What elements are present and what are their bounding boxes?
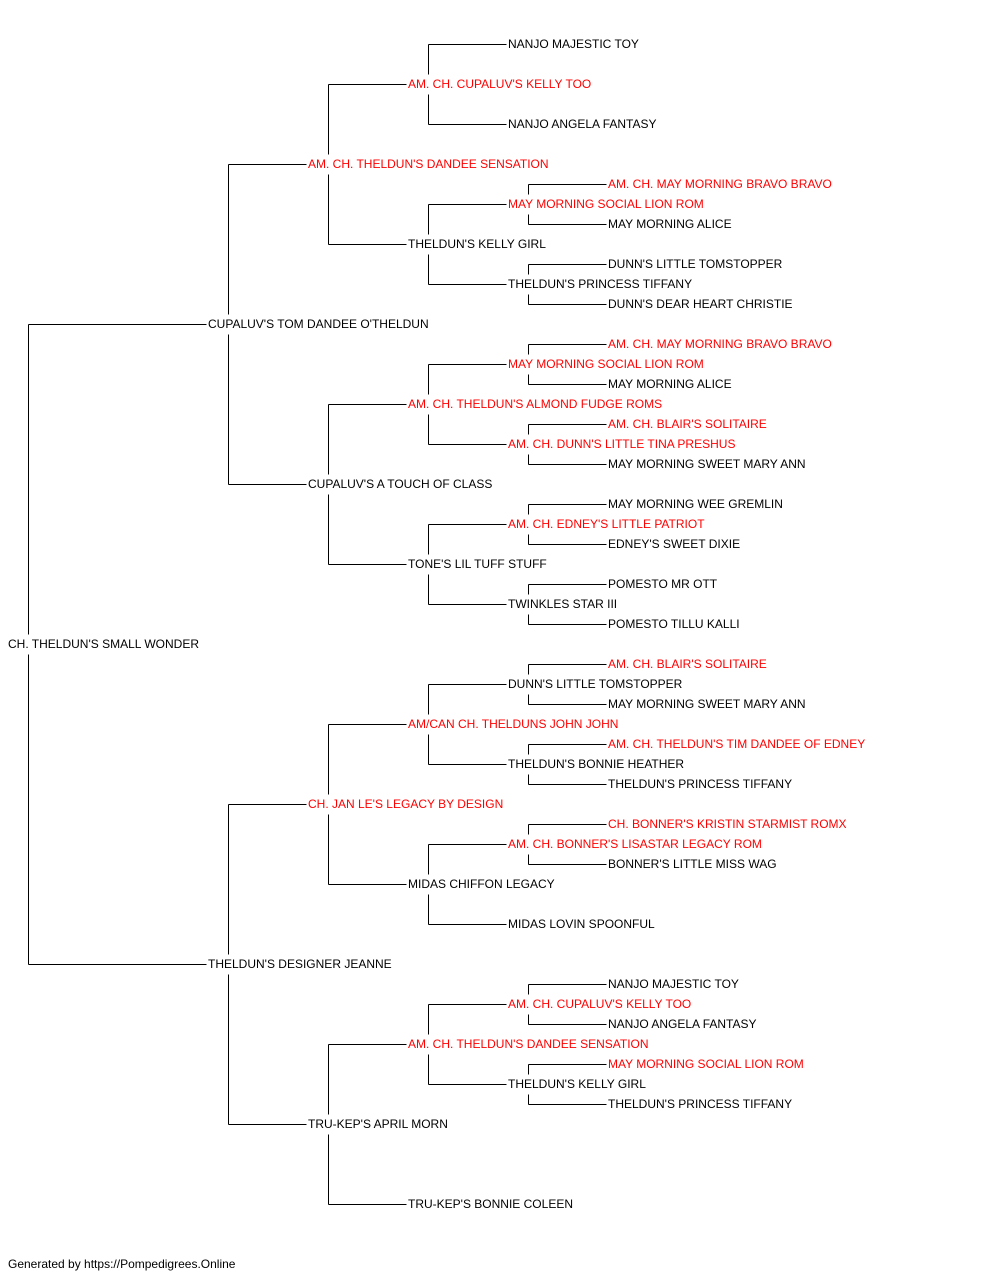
ancestor-name[interactable]: MIDAS LOVIN SPOONFUL bbox=[508, 917, 655, 931]
ancestor-name[interactable]: NANJO ANGELA FANTASY bbox=[608, 1017, 757, 1031]
ancestor-name[interactable]: CH. JAN LE'S LEGACY BY DESIGN bbox=[308, 797, 504, 811]
ancestor-name[interactable]: NANJO MAJESTIC TOY bbox=[508, 37, 639, 51]
ancestor-name[interactable]: CUPALUV'S TOM DANDEE O'THELDUN bbox=[208, 317, 429, 331]
ancestor-name[interactable]: AM. CH. THELDUN'S ALMOND FUDGE ROMS bbox=[408, 397, 663, 411]
ancestor-name[interactable]: DUNN'S LITTLE TOMSTOPPER bbox=[508, 677, 683, 691]
footer-credit: Generated by https://Pompedigrees.Online bbox=[8, 1257, 236, 1271]
ancestor-name[interactable]: TONE'S LIL TUFF STUFF bbox=[408, 557, 547, 571]
ancestor-name[interactable]: EDNEY'S SWEET DIXIE bbox=[608, 537, 741, 551]
ancestor-name[interactable]: MAY MORNING SWEET MARY ANN bbox=[608, 697, 806, 711]
ancestor-name[interactable]: THELDUN'S PRINCESS TIFFANY bbox=[508, 277, 693, 291]
ancestor-name[interactable]: MAY MORNING SOCIAL LION ROM bbox=[608, 1057, 804, 1071]
ancestor-name[interactable]: MAY MORNING WEE GREMLIN bbox=[608, 497, 783, 511]
ancestor-name[interactable]: AM. CH. CUPALUV'S KELLY TOO bbox=[408, 77, 592, 91]
ancestor-name[interactable]: MIDAS CHIFFON LEGACY bbox=[408, 877, 555, 891]
ancestor-name[interactable]: NANJO MAJESTIC TOY bbox=[608, 977, 739, 991]
ancestor-name[interactable]: AM. CH. MAY MORNING BRAVO BRAVO bbox=[608, 337, 832, 351]
ancestor-name[interactable]: NANJO ANGELA FANTASY bbox=[508, 117, 657, 131]
ancestor-name[interactable]: MAY MORNING SOCIAL LION ROM bbox=[508, 197, 704, 211]
ancestor-name[interactable]: POMESTO TILLU KALLI bbox=[608, 617, 740, 631]
subject-dog-name[interactable]: CH. THELDUN'S SMALL WONDER bbox=[8, 637, 199, 651]
ancestor-name[interactable]: TWINKLES STAR III bbox=[508, 597, 618, 611]
ancestor-name[interactable]: AM. CH. CUPALUV'S KELLY TOO bbox=[508, 997, 692, 1011]
ancestor-name[interactable]: MAY MORNING SOCIAL LION ROM bbox=[508, 357, 704, 371]
ancestor-name[interactable]: THELDUN'S KELLY GIRL bbox=[508, 1077, 646, 1091]
ancestor-name[interactable]: CUPALUV'S A TOUCH OF CLASS bbox=[308, 477, 493, 491]
ancestor-name[interactable]: AM. CH. THELDUN'S DANDEE SENSATION bbox=[408, 1037, 649, 1051]
ancestor-name[interactable]: MAY MORNING SWEET MARY ANN bbox=[608, 457, 806, 471]
ancestor-name[interactable]: AM. CH. MAY MORNING BRAVO BRAVO bbox=[608, 177, 832, 191]
ancestor-name[interactable]: AM. CH. DUNN'S LITTLE TINA PRESHUS bbox=[508, 437, 736, 451]
ancestor-name[interactable]: THELDUN'S PRINCESS TIFFANY bbox=[608, 777, 793, 791]
ancestor-name[interactable]: DUNN'S DEAR HEART CHRISTIE bbox=[608, 297, 793, 311]
ancestor-name[interactable]: AM. CH. BLAIR'S SOLITAIRE bbox=[608, 657, 767, 671]
ancestor-name[interactable]: TRU-KEP'S BONNIE COLEEN bbox=[408, 1197, 573, 1211]
ancestor-name[interactable]: THELDUN'S DESIGNER JEANNE bbox=[208, 957, 392, 971]
ancestor-name[interactable]: POMESTO MR OTT bbox=[608, 577, 718, 591]
ancestor-name[interactable]: DUNN'S LITTLE TOMSTOPPER bbox=[608, 257, 783, 271]
ancestor-name[interactable]: THELDUN'S PRINCESS TIFFANY bbox=[608, 1097, 793, 1111]
ancestor-name[interactable]: AM. CH. THELDUN'S TIM DANDEE OF EDNEY bbox=[608, 737, 866, 751]
ancestor-name[interactable]: AM. CH. BLAIR'S SOLITAIRE bbox=[608, 417, 767, 431]
ancestor-name[interactable]: THELDUN'S KELLY GIRL bbox=[408, 237, 546, 251]
ancestor-name[interactable]: MAY MORNING ALICE bbox=[608, 217, 732, 231]
ancestor-name[interactable]: CH. BONNER'S KRISTIN STARMIST ROMX bbox=[608, 817, 847, 831]
ancestor-name[interactable]: AM. CH. EDNEY'S LITTLE PATRIOT bbox=[508, 517, 705, 531]
ancestor-name[interactable]: AM/CAN CH. THELDUNS JOHN JOHN bbox=[408, 717, 619, 731]
ancestor-name[interactable]: THELDUN'S BONNIE HEATHER bbox=[508, 757, 685, 771]
ancestor-name[interactable]: BONNER'S LITTLE MISS WAG bbox=[608, 857, 777, 871]
ancestor-name[interactable]: TRU-KEP'S APRIL MORN bbox=[308, 1117, 448, 1131]
ancestor-name[interactable]: AM. CH. BONNER'S LISASTAR LEGACY ROM bbox=[508, 837, 762, 851]
ancestor-name[interactable]: MAY MORNING ALICE bbox=[608, 377, 732, 391]
ancestor-name[interactable]: AM. CH. THELDUN'S DANDEE SENSATION bbox=[308, 157, 549, 171]
